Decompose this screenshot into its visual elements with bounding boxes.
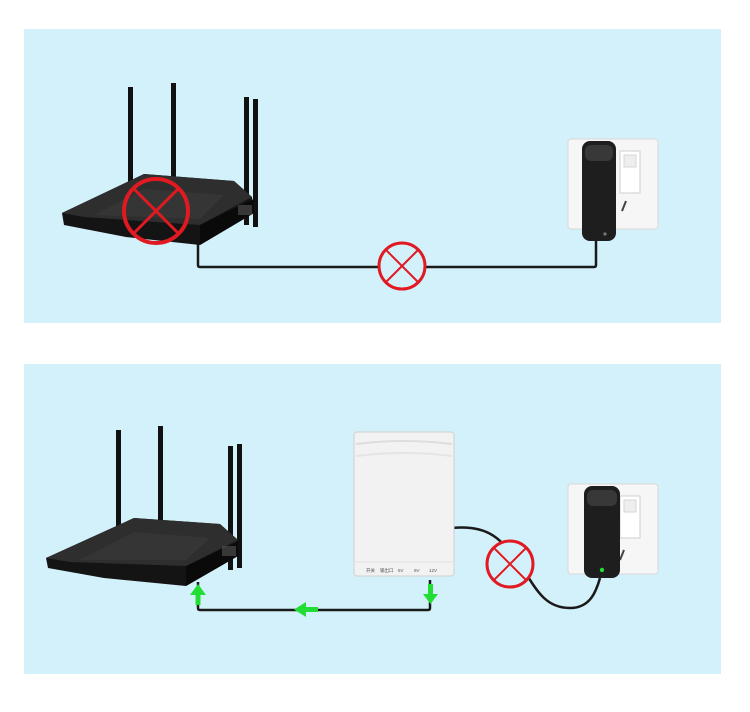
blocked-on-mains-cable-icon: [485, 539, 535, 589]
blocked-on-router-icon: [122, 177, 190, 245]
ups-port-label: 输出口: [380, 567, 394, 574]
ups-port-label: 12V: [429, 568, 437, 573]
ups-connection-diagram: 开关 输出口 5V 9V 12V: [24, 364, 721, 674]
mains-cable: [451, 526, 602, 610]
direct-connection-diagram: [24, 29, 721, 323]
ups-port-label: 9V: [414, 568, 420, 573]
arrow-left-icon: [294, 602, 318, 617]
panel-direct-connection: [24, 29, 721, 323]
ups-port-labels: 开关 输出口 5V 9V 12V: [366, 567, 437, 574]
blocked-on-cable-icon: [377, 241, 427, 291]
mini-ups-icon: [353, 431, 455, 577]
ups-port-label: 5V: [398, 568, 404, 573]
arrow-up-icon: [190, 584, 206, 605]
power-adapter-icon: [582, 141, 616, 241]
ups-port-label: 开关: [366, 567, 375, 574]
router-icon: [46, 426, 242, 586]
panel-ups-connection: 开关 输出口 5V 9V 12V: [24, 364, 721, 674]
power-adapter-icon: [584, 486, 620, 578]
arrow-down-icon: [423, 584, 438, 604]
